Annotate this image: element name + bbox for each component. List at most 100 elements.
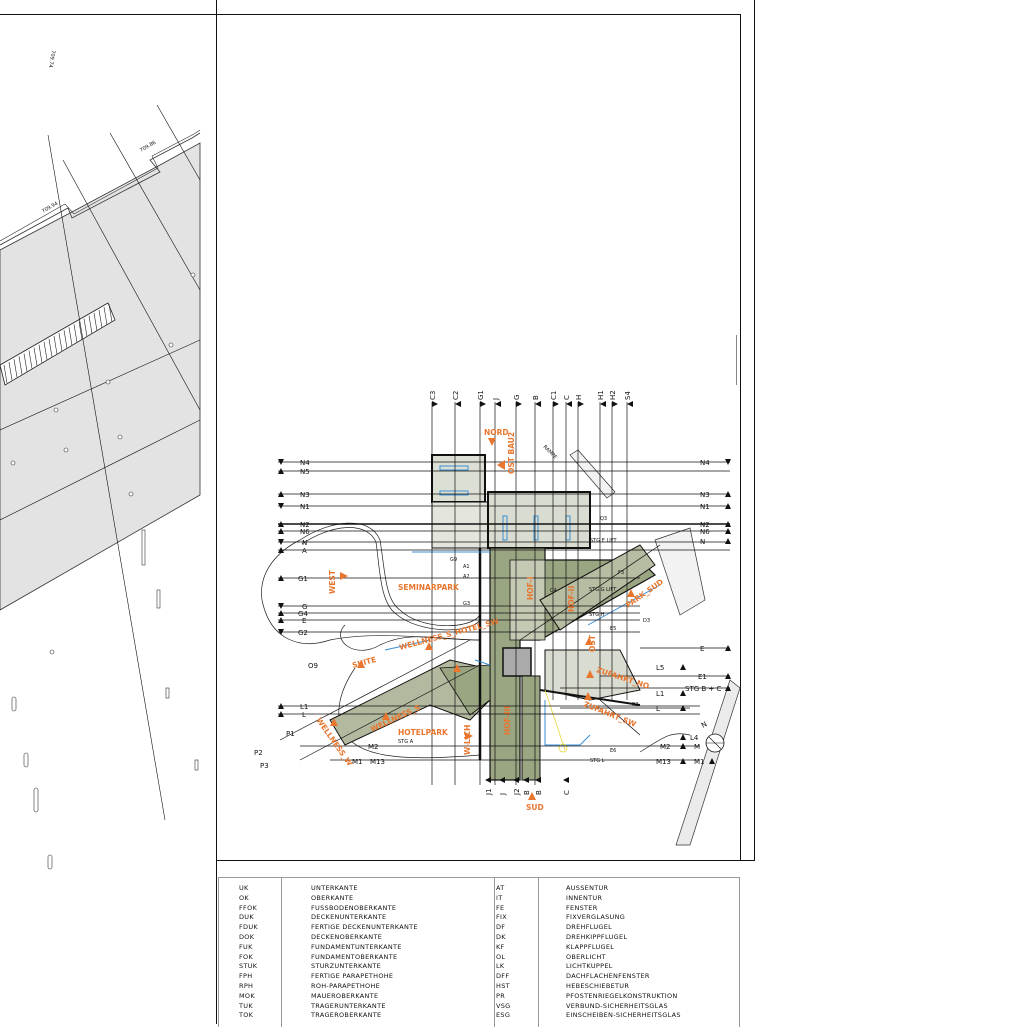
grid-axis-label: H2 [609, 390, 617, 400]
stair-step [98, 309, 103, 328]
site-wall [0, 132, 201, 246]
legend-description: VERBUND-SICHERHEITSGLAS [566, 1001, 668, 1010]
grid-axis-label: L [302, 711, 306, 719]
stair-step [33, 347, 38, 366]
grid-axis-label: N1 [700, 503, 710, 511]
grid-axis-label: J [499, 793, 507, 796]
section-marker-icon [278, 617, 284, 623]
grid-axis-label: M13 [656, 758, 671, 766]
inner-axis-mark: B2 [632, 702, 639, 708]
section-marker-icon [680, 664, 686, 670]
section-marker-icon [455, 401, 461, 407]
elevation-label: 709.86 [139, 140, 157, 154]
north-label: N [700, 720, 709, 730]
legend-abbreviation: OK [239, 893, 249, 902]
legend-description: MAUEROBERKANTE [311, 991, 379, 1000]
grid-axis-label: H1 [597, 390, 605, 400]
legend-abbreviation: FIX [496, 913, 508, 922]
legend-description: OBERKANTE [311, 893, 354, 902]
grid-axis-label: N4 [700, 459, 710, 467]
grid-axis-label: E1 [698, 673, 707, 681]
section-marker-icon [485, 777, 491, 783]
grid-axis-label: N1 [300, 503, 310, 511]
zone-markers [330, 438, 635, 800]
section-marker-icon [725, 673, 731, 679]
inner-axis-mark: C4 [550, 588, 557, 594]
legend-abbreviation: AT [496, 884, 505, 892]
grid-axis-label: G1 [477, 390, 485, 400]
legend-abbreviation: FOK [239, 952, 254, 961]
section-marker-icon [566, 401, 572, 407]
legend-abbreviation: DOK [239, 932, 255, 941]
legend-description: DREHFLUGEL [566, 923, 613, 932]
grid-axis-label: L4 [690, 734, 699, 742]
section-marker-icon [680, 758, 686, 764]
yellow-guide-circle [558, 743, 568, 753]
grid-axis-label: G1 [298, 575, 308, 583]
section-marker-icon [278, 468, 284, 474]
legend-abbreviation: FFOK [239, 903, 258, 912]
grid-axis-label: M2 [368, 743, 379, 751]
grid-axis-label: J [492, 398, 500, 401]
grid-axis-label: N6 [300, 528, 310, 536]
zone-label-seminarpark: SEMINARPARK [398, 583, 460, 592]
legend-abbreviation: DFF [496, 972, 510, 981]
legend-description: STURZUNTERKANTE [311, 962, 382, 971]
legend-description: ROH-PARAPETHOHE [311, 981, 381, 990]
grid-axis-label: C3 [429, 391, 437, 400]
grid-line-diagonal [519, 544, 661, 641]
section-marker-icon [680, 690, 686, 696]
section-marker-icon [612, 401, 618, 407]
section-marker-icon [278, 629, 284, 635]
section-marker-icon [709, 758, 715, 764]
grid-axis-label: C2 [452, 391, 460, 400]
stair-step [93, 312, 98, 331]
stair-step [8, 362, 13, 381]
legend-description: HEBESCHIEBETUR [566, 981, 630, 990]
section-marker-icon [725, 645, 731, 651]
rampe-label: RAMPE [542, 444, 558, 460]
section-marker-icon [725, 685, 731, 691]
road [675, 679, 741, 846]
north-arrow: N [700, 720, 725, 753]
grid-lines [278, 402, 730, 785]
zone-label-wellness-s-hotel: WELLNESS_S_HOTEL_SW [398, 616, 500, 651]
legend-divider [538, 878, 539, 1027]
inner-axis-mark: F3 [618, 570, 624, 576]
grid-axis-label: M13 [370, 758, 385, 766]
stair-step [73, 324, 78, 343]
section-marker-icon [499, 777, 505, 783]
legend-description: INNENTUR [566, 893, 603, 902]
section-marker-icon [563, 777, 569, 783]
grid-axis-label: G2 [298, 629, 308, 637]
stair-step [3, 364, 8, 384]
neighbour-building [654, 527, 706, 616]
grid-axis-label: N [700, 538, 705, 546]
section-marker-icon [278, 459, 284, 465]
site-slab [0, 142, 201, 611]
grid-axis-label: N [302, 539, 307, 547]
grid-axis-label: N5 [300, 468, 310, 476]
legend-abbreviation: VSG [496, 1001, 511, 1010]
section-marker-icon [523, 777, 529, 783]
legend-abbreviation: OL [496, 952, 506, 961]
legend-abbreviation: IT [496, 893, 503, 902]
legend-description: FUSSBODENOBERKANTE [311, 903, 397, 912]
zone-label-ost: OST [588, 634, 597, 652]
section-marker-icon [480, 401, 486, 407]
grid-axis-label: L1 [656, 690, 664, 698]
grid-axis-label: M1 [352, 758, 363, 766]
section-marker-icon [278, 528, 284, 534]
yellow-guide-line [544, 689, 566, 751]
inner-axis-mark: A2 [463, 574, 470, 580]
legend-abbreviation: PR [496, 991, 506, 1000]
legend-abbreviation: DUK [239, 913, 254, 922]
section-marker-icon [278, 703, 284, 709]
legend-description: OBERLICHT [566, 952, 606, 961]
legend-description: UNTERKANTE [311, 884, 358, 892]
